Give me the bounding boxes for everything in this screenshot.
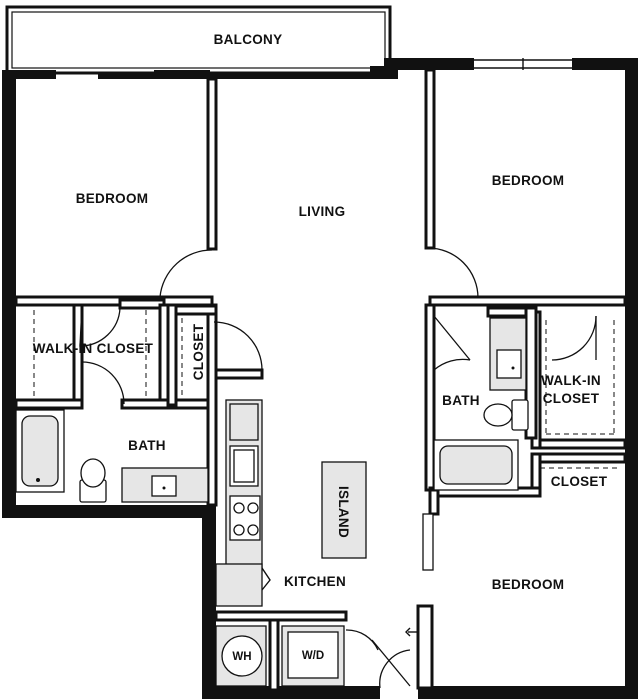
balcony [5, 5, 392, 75]
closet-rods [33, 310, 620, 469]
water-heater-label: WH [232, 651, 251, 663]
kitchen-label: KITCHEN [284, 574, 346, 589]
right-bath-fixtures [433, 317, 529, 491]
bedroom-bottom-label: BEDROOM [492, 577, 565, 592]
walk-in-closet-right-label-2: CLOSET [543, 391, 600, 406]
doors [79, 247, 597, 689]
closet-right-label: CLOSET [551, 474, 608, 489]
kitchen-fixtures [215, 399, 367, 687]
bedroom-right-label: BEDROOM [492, 173, 565, 188]
walk-in-closet-left-label: WALK-IN CLOSET [33, 341, 154, 356]
exterior-walls [2, 58, 638, 699]
interior-walls [14, 68, 627, 692]
bath-left-label: BATH [128, 438, 166, 453]
closet-vertical-label: CLOSET [191, 323, 206, 380]
walk-in-closet-right-label-1: WALK-IN [541, 373, 601, 388]
washer-dryer-label: W/D [302, 650, 324, 662]
bath-right-label: BATH [442, 393, 480, 408]
living-label: LIVING [299, 204, 346, 219]
island-label: ISLAND [336, 486, 351, 538]
left-bath-fixtures [15, 409, 209, 503]
balcony-label: BALCONY [214, 32, 283, 47]
bedroom-left-label: BEDROOM [76, 191, 149, 206]
